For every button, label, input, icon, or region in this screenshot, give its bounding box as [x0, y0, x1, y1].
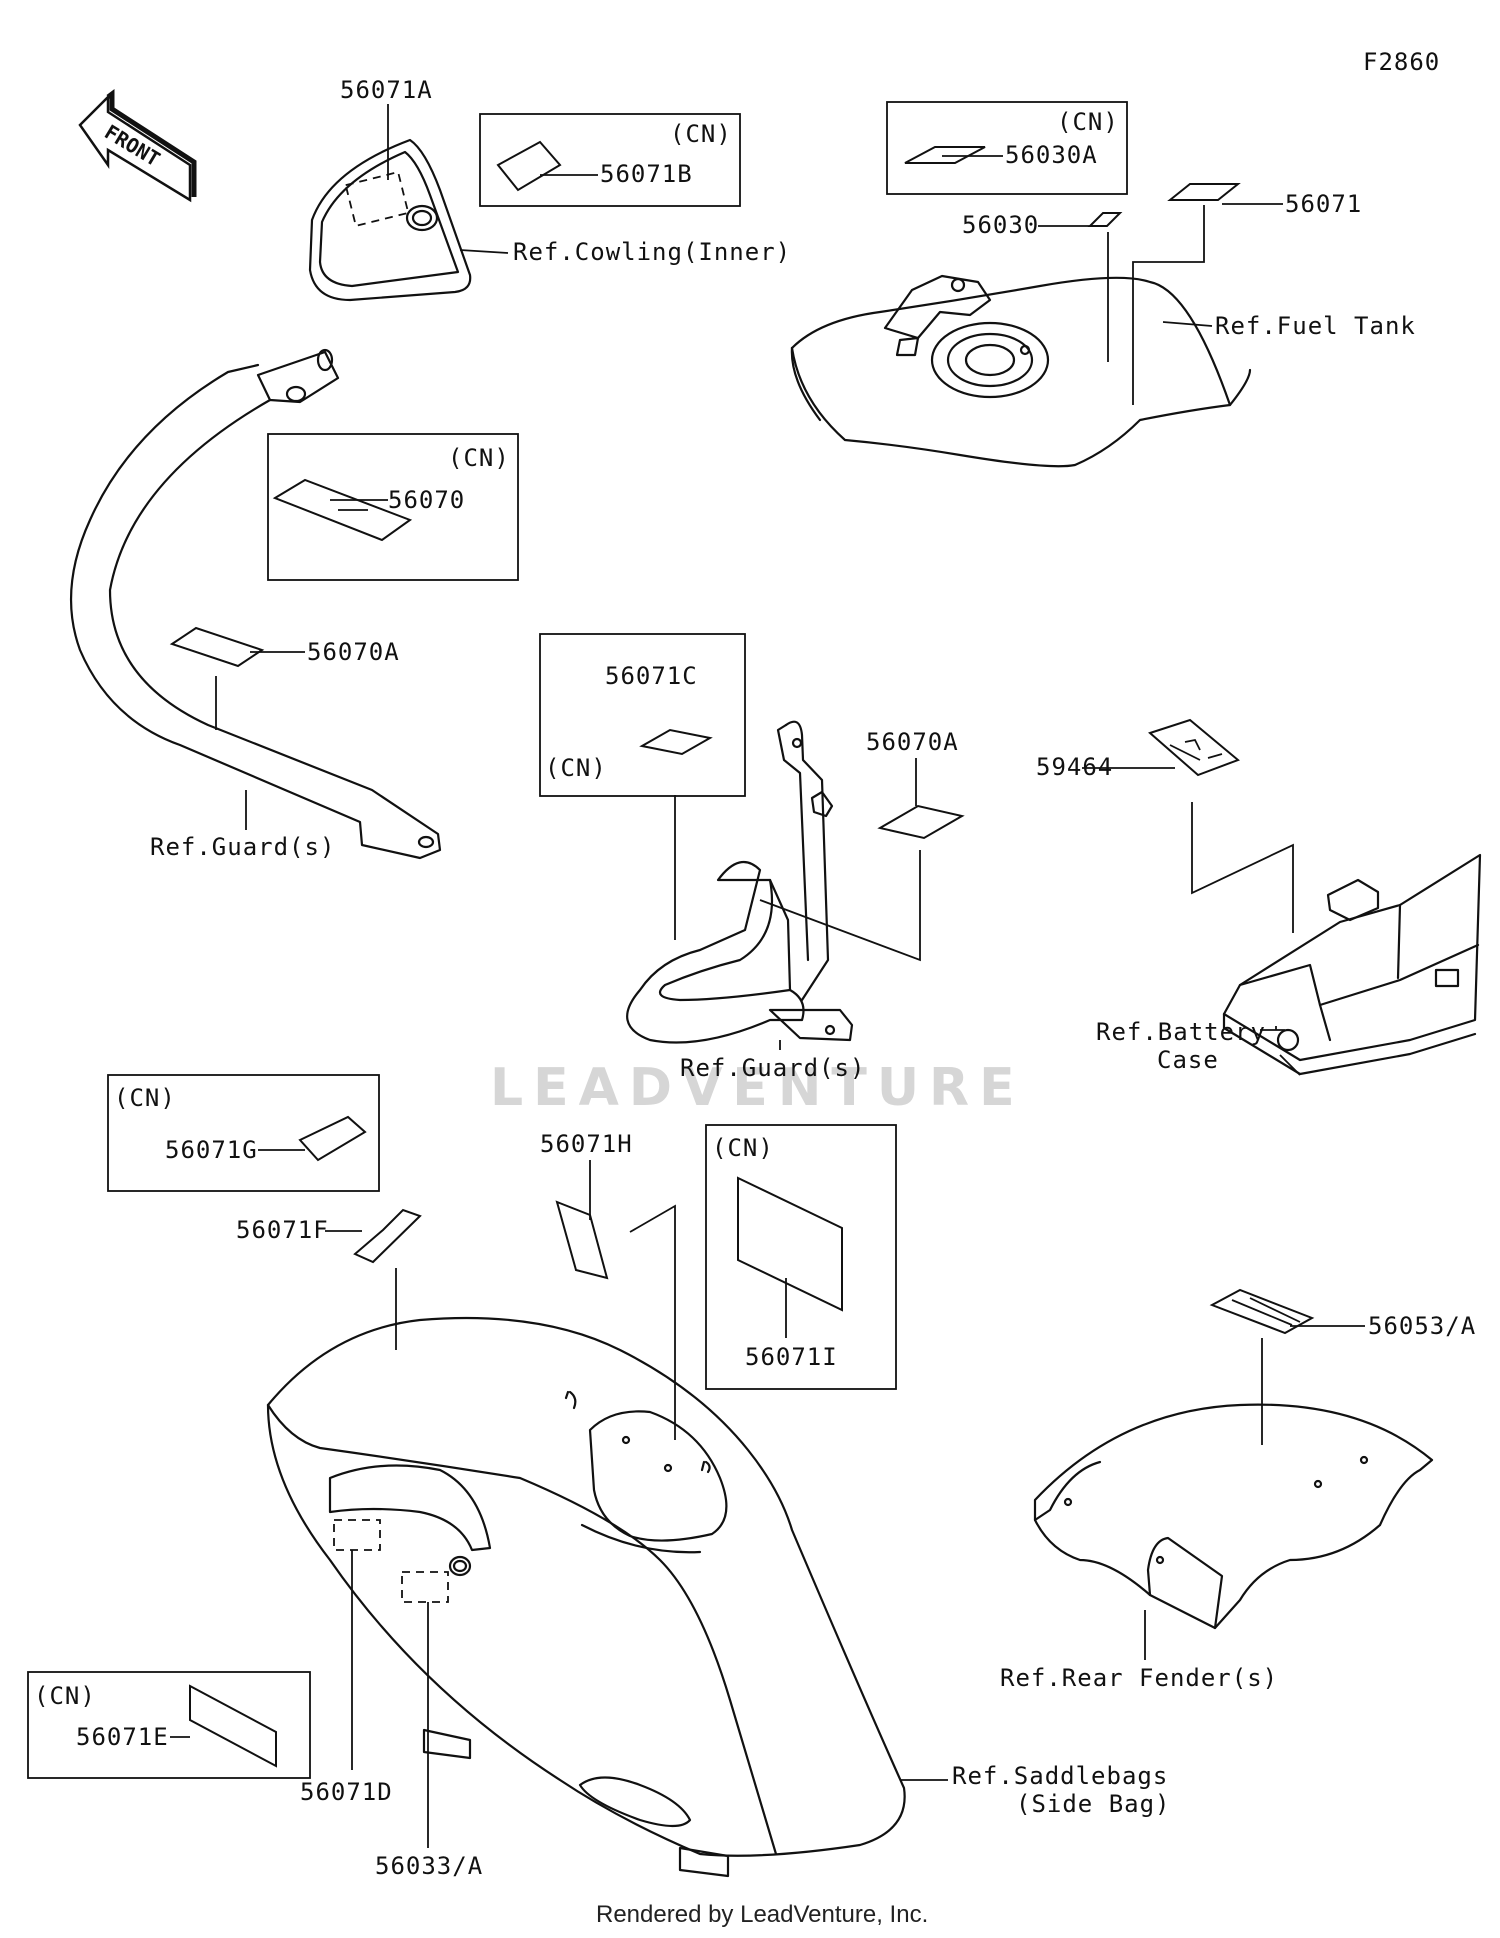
- label-ref-guard-left: Ref.Guard(s): [150, 833, 335, 861]
- decal-56030: [1087, 212, 1123, 227]
- label-ref-rear-fender: Ref.Rear Fender(s): [1000, 1664, 1278, 1692]
- cn-tag-56071E: (CN): [34, 1682, 96, 1710]
- label-ref-guard-center: Ref.Guard(s): [680, 1054, 865, 1082]
- decal-56070A-left: [169, 626, 265, 668]
- label-56070A-left: 56070A: [307, 638, 400, 666]
- guard-left-part[interactable]: [69, 348, 442, 860]
- label-56071G: 56071G: [165, 1136, 258, 1164]
- label-56070: 56070: [388, 486, 465, 514]
- decal-56071G: [298, 1115, 367, 1162]
- label-56030: 56030: [962, 211, 1039, 239]
- label-ref-saddlebags-line2: (Side Bag): [1016, 1790, 1171, 1818]
- label-56053A: 56053/A: [1368, 1312, 1476, 1340]
- decal-56070A-center: [877, 804, 965, 840]
- decal-56071I: [737, 1176, 843, 1312]
- label-56071D: 56071D: [300, 1778, 393, 1806]
- cn-tag-56071I: (CN): [712, 1134, 774, 1162]
- footer-credit: Rendered by LeadVenture, Inc.: [596, 1901, 928, 1928]
- decal-56071E: [189, 1684, 277, 1768]
- rear-fender-part[interactable]: [1033, 1403, 1434, 1630]
- watermark: LEADVENTURE: [490, 1058, 1025, 1118]
- label-56030A: 56030A: [1005, 141, 1098, 169]
- cn-box-56071B: [479, 113, 741, 207]
- cowling-inner-part[interactable]: [308, 138, 472, 302]
- decal-56071F: [353, 1208, 422, 1264]
- cn-box-56030A: [886, 101, 1128, 195]
- front-arrow-icon: FRONT: [78, 89, 197, 203]
- label-56071B: 56071B: [600, 160, 693, 188]
- decal-56071C: [639, 728, 713, 756]
- label-56071H: 56071H: [540, 1130, 633, 1158]
- cn-tag-56070: (CN): [448, 444, 510, 472]
- label-ref-fuel-tank: Ref.Fuel Tank: [1215, 312, 1416, 340]
- cn-tag-56071B: (CN): [670, 120, 732, 148]
- label-56071C: 56071C: [605, 662, 698, 690]
- guard-center-part[interactable]: [626, 720, 854, 1044]
- decal-59464: [1148, 718, 1240, 777]
- label-56070A-center: 56070A: [866, 728, 959, 756]
- cn-tag-56071G: (CN): [114, 1084, 176, 1112]
- label-56071A: 56071A: [340, 76, 433, 104]
- cn-box-56071E: [27, 1671, 311, 1779]
- label-ref-cowling: Ref.Cowling(Inner): [513, 238, 791, 266]
- cn-box-56071C: [539, 633, 746, 797]
- cn-box-56071I: [705, 1124, 897, 1390]
- cn-box-56070: [267, 433, 519, 581]
- decal-56030A: [904, 146, 986, 164]
- label-59464: 59464: [1036, 753, 1113, 781]
- label-ref-battery-line1: Ref.Battery: [1096, 1018, 1266, 1046]
- saddlebag-part[interactable]: [266, 1316, 906, 1878]
- label-56071I: 56071I: [745, 1343, 838, 1371]
- fuel-tank-part[interactable]: [790, 274, 1252, 468]
- label-ref-saddlebags-line1: Ref.Saddlebags: [952, 1762, 1168, 1790]
- label-ref-battery-line2: Case: [1157, 1046, 1219, 1074]
- cn-box-56071G: [107, 1074, 380, 1192]
- label-56071F: 56071F: [236, 1216, 329, 1244]
- label-56033A: 56033/A: [375, 1852, 483, 1880]
- label-56071E: 56071E: [76, 1723, 169, 1751]
- cn-tag-56030A: (CN): [1057, 108, 1119, 136]
- decal-56071H: [555, 1200, 609, 1280]
- cn-tag-56071C: (CN): [545, 754, 607, 782]
- decal-56071B: [496, 140, 562, 192]
- label-56071: 56071: [1285, 190, 1362, 218]
- decal-56071: [1167, 183, 1241, 201]
- figure-code: F2860: [1363, 48, 1440, 76]
